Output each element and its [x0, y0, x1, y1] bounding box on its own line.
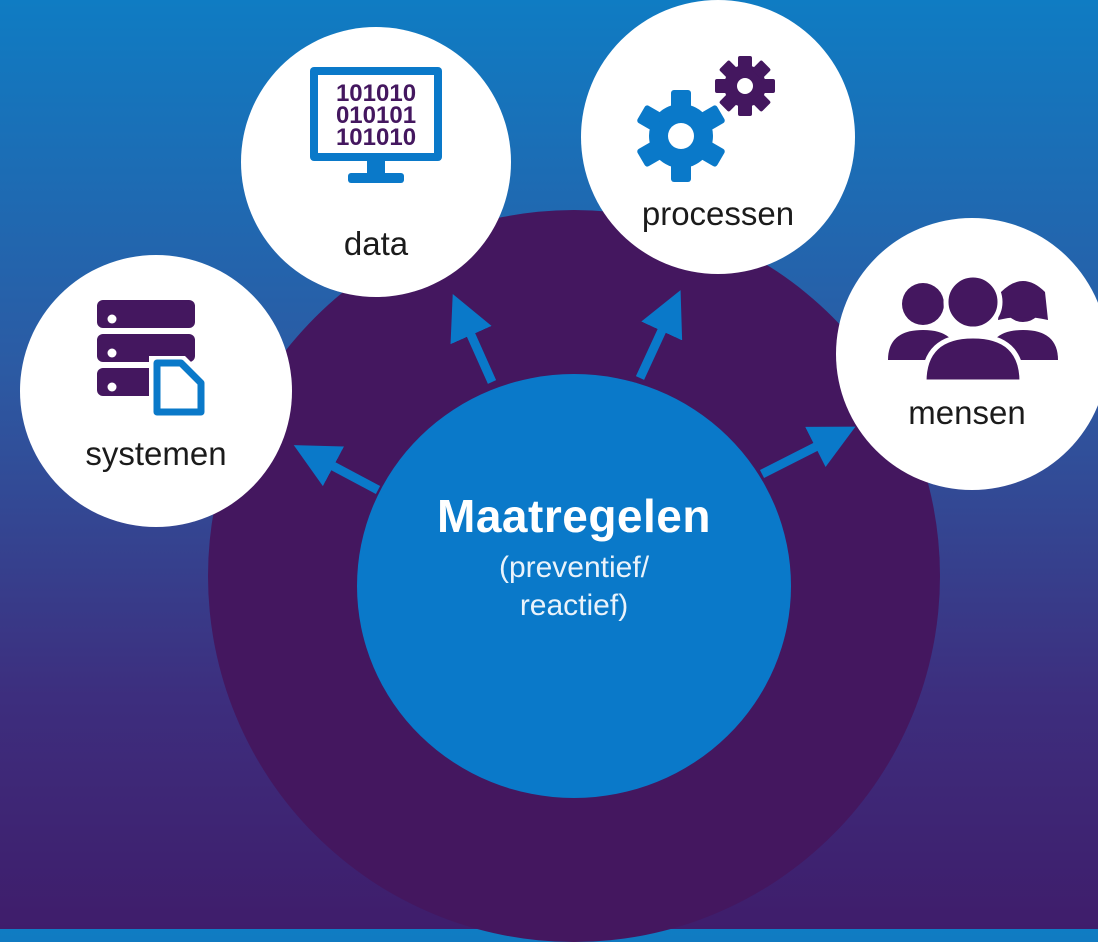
node-data: 101010 010101 101010 data: [241, 27, 511, 297]
center-circle: Maatregelen (preventief/ reactief): [357, 374, 791, 798]
binary-line-1: 101010: [336, 80, 416, 107]
center-title: Maatregelen: [437, 490, 711, 542]
node-systemen: systemen: [20, 255, 292, 527]
arrow-to-mensen: [759, 426, 856, 479]
binary-line-3: 101010: [336, 124, 416, 151]
node-mensen: mensen: [836, 218, 1098, 490]
arrow-to-processen: [635, 290, 683, 380]
server-document-icon: [97, 300, 209, 420]
node-label-systemen: systemen: [85, 435, 227, 472]
node-label-data: data: [343, 225, 409, 262]
center-subtitle-line2: reactief): [519, 589, 629, 622]
gears-icon: [637, 56, 775, 182]
people-group-icon: [888, 274, 1058, 382]
arrow-to-data: [450, 293, 497, 384]
arrow-to-systemen: [293, 445, 381, 494]
center-subtitle-line1: (preventief/: [498, 551, 650, 584]
node-processen: processen: [581, 0, 855, 274]
binary-line-2: 010101: [336, 102, 416, 129]
node-label-processen: processen: [641, 195, 795, 232]
node-label-mensen: mensen: [908, 394, 1026, 431]
binary-monitor-icon: 101010 010101 101010: [310, 67, 442, 183]
